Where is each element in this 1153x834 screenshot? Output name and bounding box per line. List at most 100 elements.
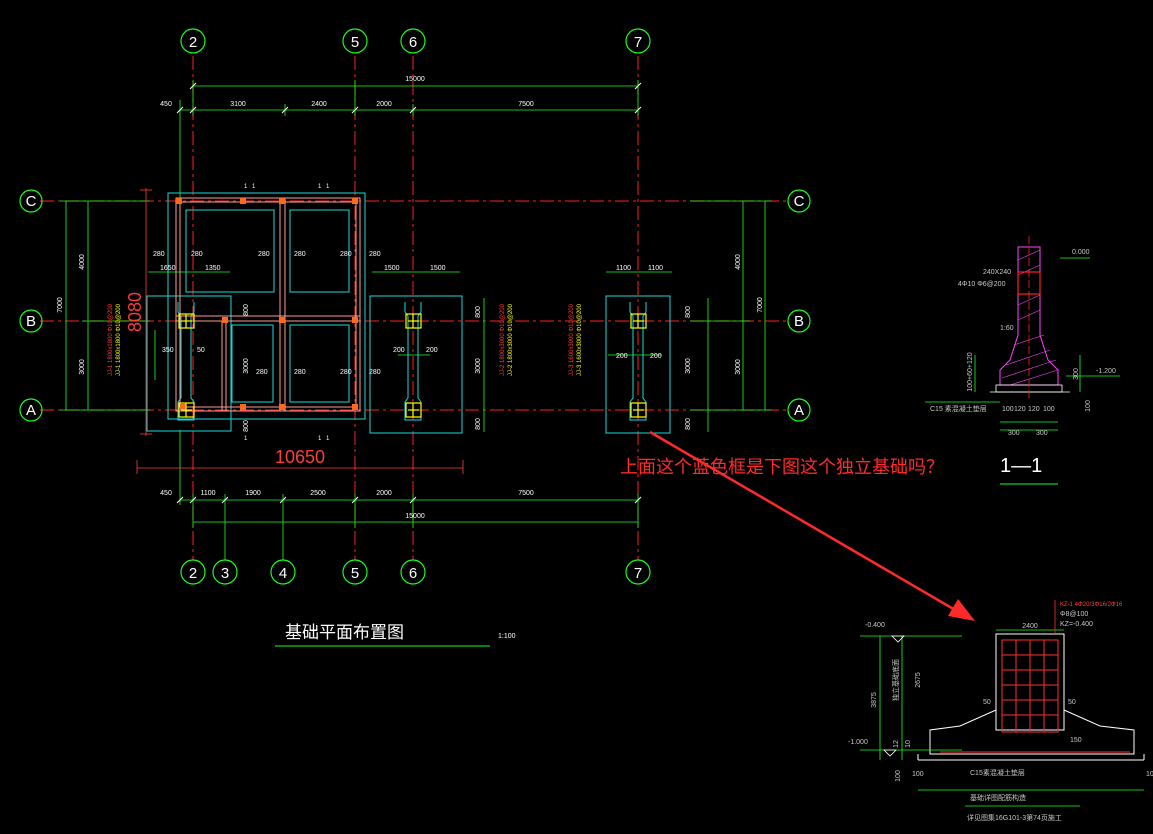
plan-280-labels: 280 280 280 280 280 280 280 280 280 280 (153, 251, 381, 376)
detail-elev-top: -0.400 (865, 622, 885, 629)
dim-3000c: 3000 (243, 358, 250, 374)
note-jj2-yellow: JJ-2 1800x3000 Φ10@200 (508, 303, 514, 376)
ground-beams (175, 197, 361, 412)
annotation-question: 上面这个蓝色框是下图这个独立基础吗？ (620, 457, 944, 478)
red-overall-dims (136, 188, 464, 474)
axis-label-right-b: B (794, 313, 804, 330)
dim-200b: 200 (426, 347, 438, 354)
top-total-dim: 15000 (405, 76, 425, 83)
svg-text:1: 1 (326, 184, 330, 190)
detail-bars-3: KZ=-0.400 (1060, 621, 1093, 628)
detail-title: 基础详图配筋构造 (970, 793, 1026, 802)
plan-scale: 1:100 (498, 633, 516, 640)
dim-1500a: 1500 (384, 265, 400, 272)
axis-bubbles-top (180, 28, 651, 54)
svg-text:280: 280 (369, 251, 381, 258)
dim-50: 50 (197, 347, 205, 354)
annotation-arrow-line (649, 430, 963, 616)
steel-columns (178, 313, 647, 418)
sec1-stack: 100+60+120 (967, 352, 974, 391)
dim-800b: 800 (475, 418, 482, 430)
red-width-dim: 10650 (275, 447, 325, 467)
note-jj3-yellow: JJ-3 1600x3000 Φ10@200 (577, 303, 583, 376)
detail-elev-mid: -1.000 (848, 739, 868, 746)
sec1-bd0: 100 (1002, 406, 1014, 413)
bottom-total-dim: 15000 (405, 513, 425, 520)
detail-h12: 12 (893, 740, 900, 748)
detail-h3875: 3875 (871, 692, 878, 708)
bottom-dim-5: 7500 (518, 490, 534, 497)
axis-label-bottom-3: 3 (221, 565, 229, 582)
bottom-dim-2: 1900 (245, 490, 261, 497)
axis-label-right-c: C (794, 193, 805, 210)
detail-ref: 详见图集16G101-3第74页施工 (967, 813, 1062, 822)
detail-h10: 10 (905, 740, 912, 748)
svg-text:1: 1 (244, 184, 248, 190)
detail-vert-label: 独立基础底面 (891, 659, 900, 701)
left-upper-dim: 4000 (79, 254, 86, 270)
section-markers: 1 1 1 1 1 1 1 (244, 184, 330, 442)
detail-width: 2400 (1022, 623, 1038, 630)
left-lower-dim: 3000 (79, 359, 86, 375)
top-dim-2: 2400 (311, 101, 327, 108)
svg-text:280: 280 (258, 251, 270, 258)
svg-text:1: 1 (318, 184, 322, 190)
dimension-ticks (176, 82, 642, 504)
note-jj1-red: JJ-1 1800x1800 Φ10@200 (108, 303, 114, 376)
sec1-slope: 1:60 (1000, 325, 1014, 332)
note-jj3-red: JJ-3 1600x3000 Φ10@200 (569, 303, 575, 376)
right-lower-dim: 3000 (735, 359, 742, 375)
foundation-detail (860, 600, 1145, 807)
dim-1500b: 1500 (430, 265, 446, 272)
dim-800c: 800 (685, 306, 692, 318)
axis-lines (40, 56, 790, 560)
sec1-elev-bottom: -1.200 (1096, 368, 1116, 375)
red-height-dim: 8080 (125, 292, 145, 332)
top-dim-0: 450 (160, 101, 172, 108)
dim-800f: 800 (243, 420, 250, 432)
axis-label-left-a: A (26, 402, 36, 419)
axis-label-bottom-7: 7 (634, 565, 642, 582)
detail-50a: 50 (983, 699, 991, 706)
bottom-dim-0: 450 (160, 490, 172, 497)
svg-text:280: 280 (369, 369, 381, 376)
right-total-dim: 7000 (757, 297, 764, 313)
top-dim-1: 3100 (230, 101, 246, 108)
sec1-beam: 240X240 (983, 269, 1011, 276)
sec1-layer: C15 素混凝土垫层 (930, 404, 987, 413)
plan-title: 基础平面布置图 (285, 623, 404, 643)
axis-label-top-7: 7 (634, 34, 642, 51)
sec1-elev-top: 0.000 (1072, 249, 1090, 256)
dim-1650: 1650 (160, 265, 176, 272)
note-jj1-yellow: JJ-1 1800x1800 Φ10@200 (116, 303, 122, 376)
sec1-bd2: 120 (1028, 406, 1040, 413)
svg-text:1: 1 (318, 436, 322, 442)
dimension-lines (60, 80, 772, 560)
svg-text:280: 280 (294, 251, 306, 258)
axis-bubbles-side (19, 189, 811, 422)
columns (176, 198, 358, 410)
detail-150: 150 (1070, 737, 1082, 744)
right-upper-dim: 4000 (735, 254, 742, 270)
top-dim-4: 7500 (518, 101, 534, 108)
svg-text:280: 280 (153, 251, 165, 258)
svg-text:1: 1 (326, 436, 330, 442)
axis-label-bottom-5: 5 (351, 565, 359, 582)
sec1-half0: 300 (1008, 430, 1020, 437)
axis-label-bottom-4: 4 (279, 565, 287, 582)
dim-1350: 1350 (205, 265, 221, 272)
dim-350: 350 (162, 347, 174, 354)
sec1-h100: 100 (1085, 400, 1092, 412)
svg-text:280: 280 (191, 251, 203, 258)
axis-label-bottom-6: 6 (409, 565, 417, 582)
dim-800a: 800 (475, 306, 482, 318)
svg-text:280: 280 (256, 369, 268, 376)
axis-label-right-a: A (794, 402, 804, 419)
axis-label-left-b: B (26, 313, 36, 330)
dim-800e: 800 (243, 304, 250, 316)
dim-200c: 200 (616, 353, 628, 360)
axis-label-top-5: 5 (351, 34, 359, 51)
bottom-dim-4: 2000 (376, 490, 392, 497)
detail-h2675: 2675 (915, 672, 922, 688)
